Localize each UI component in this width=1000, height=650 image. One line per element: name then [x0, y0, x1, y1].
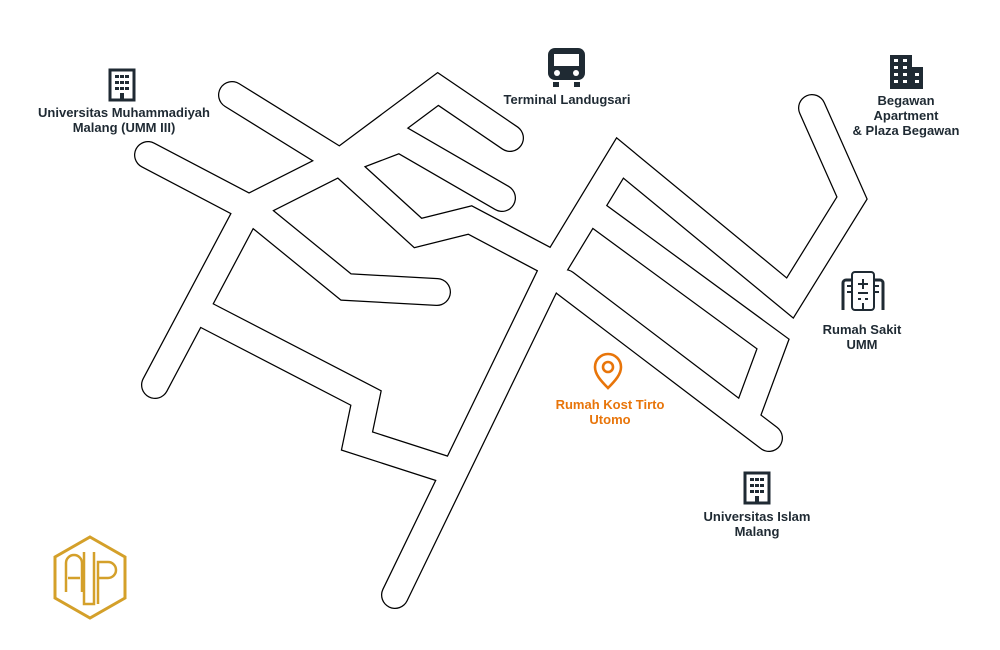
apartment-buildings-icon	[890, 55, 923, 89]
road	[580, 199, 789, 430]
road	[327, 124, 515, 211]
label-rumah-kost-tirto-utomo[interactable]: Rumah Kost Tirto Utomo	[556, 397, 665, 427]
label-line: Malang (UMM III)	[72, 120, 176, 135]
label-umm-iii[interactable]: Universitas Muhammadiyah Malang (UMM III…	[38, 105, 210, 135]
label-line: Rumah Sakit	[822, 322, 902, 337]
label-line: Rumah Kost Tirto	[555, 397, 665, 412]
office-building-icon	[743, 471, 771, 505]
bus-icon	[548, 48, 585, 87]
label-begawan[interactable]: Begawan Apartment & Plaza Begawan	[853, 93, 960, 138]
label-universitas-islam-malang[interactable]: Universitas Islam Malang	[704, 509, 811, 539]
label-line: & Plaza Begawan	[852, 123, 960, 138]
road	[236, 195, 450, 305]
road	[142, 195, 262, 398]
road	[185, 298, 460, 483]
hospital-icon	[841, 271, 885, 311]
label-line: UMM	[846, 337, 878, 352]
label-line: Universitas Islam	[703, 509, 811, 524]
label-line: Utomo	[589, 412, 631, 427]
road	[219, 73, 523, 178]
label-line: Begawan	[877, 93, 935, 108]
brand-logo	[53, 535, 127, 620]
label-line: Universitas Muhammadiyah	[38, 105, 210, 120]
road	[327, 149, 568, 278]
road	[382, 95, 867, 608]
label-terminal-landugsari[interactable]: Terminal Landugsari	[504, 92, 631, 107]
label-line: Terminal Landugsari	[503, 92, 631, 107]
road	[552, 270, 782, 451]
label-rumah-sakit-umm[interactable]: Rumah Sakit UMM	[823, 322, 902, 352]
office-building-icon	[108, 68, 136, 102]
label-line: Apartment	[873, 108, 939, 123]
label-line: Malang	[734, 524, 780, 539]
map-pin-icon	[593, 352, 623, 390]
